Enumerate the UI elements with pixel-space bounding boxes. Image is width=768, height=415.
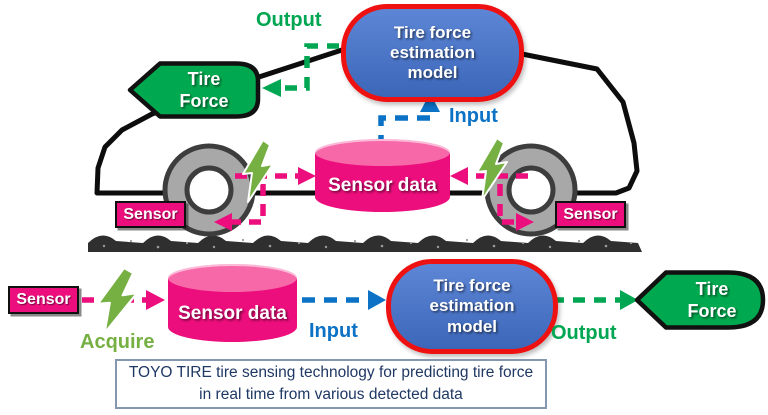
road-speckles [102,238,633,249]
cylinder-top-ellipse [315,139,450,166]
sensor-data-label-top: Sensor data [328,174,437,196]
tire-force-label-top: Tire Force [179,68,229,112]
input-elbow-arrow-top [378,112,433,148]
tire-force-shape-top [127,61,261,119]
output-elbow-arrow-top [282,43,339,91]
tire-force-shape-bottom [634,270,766,330]
wheel-left-icon [162,143,256,237]
sensor-tag-left: Sensor [115,201,186,228]
arrowhead [450,167,468,185]
road-surface [88,235,642,252]
lightning-icon [476,137,508,201]
tire-force-label-bottom: Tire Force [687,278,737,322]
lightning-icon [242,139,274,203]
arrowhead [214,213,232,231]
sensor-data-label-bottom: Sensor data [178,303,287,324]
model-box-bottom: Tire force estimation model [386,259,558,354]
model-box-top: Tire force estimation model [341,4,524,102]
lightning-icon [96,267,139,335]
caption-box: TOYO TIRE tire sensing technology for pr… [115,359,547,409]
sensor-tag-bottom: Sensor [8,286,79,314]
arrowhead [620,290,638,310]
sensor-data-cylinder-top: Sensor data [315,139,450,212]
arrowhead [516,213,534,231]
wheel-right-icon [484,143,578,237]
input-label-bottom: Input [309,320,358,342]
sensor-data-cylinder-bottom: Sensor data [168,264,297,342]
acquire-label: Acquire [80,331,155,353]
output-label-top: Output [256,9,322,31]
arrowhead [262,79,281,97]
arrowhead [368,290,386,310]
cylinder-top-ellipse [168,264,297,292]
sensor-tag-right: Sensor [555,201,626,228]
sensor-right-elbow-arrow [497,184,516,225]
output-label-bottom: Output [551,322,617,344]
model-box-top-label: Tire force estimation model [389,22,476,83]
arrowhead [298,167,316,185]
arrowhead [420,93,440,112]
input-label-top: Input [449,105,498,127]
arrowhead [146,290,165,310]
model-box-bottom-label: Tire force estimation model [429,276,515,336]
